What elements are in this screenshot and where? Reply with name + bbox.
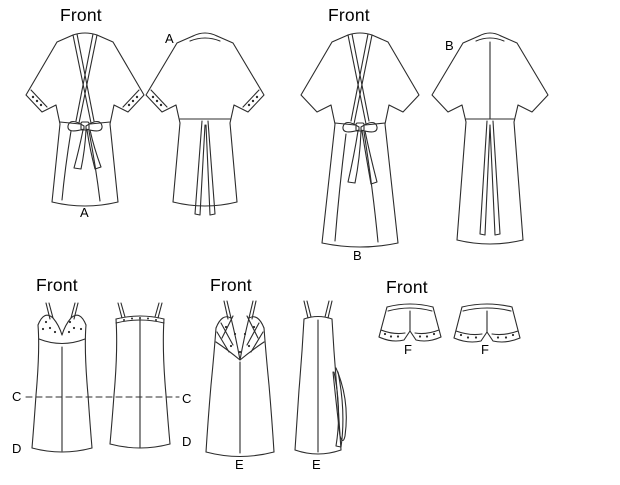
- view-label-a-front: A: [80, 205, 89, 220]
- front-heading-robe-a: Front: [60, 5, 102, 25]
- waist-bow: [334, 121, 386, 185]
- slip-front-drawing: [31, 302, 93, 453]
- gown-back-drawing: [294, 300, 347, 455]
- view-label-c-right: C: [182, 391, 192, 406]
- robe-b-front-drawing: [300, 32, 420, 248]
- waist-bow: [59, 120, 111, 170]
- shorts-front-drawing: [378, 303, 442, 342]
- view-label-f-back: F: [481, 342, 489, 357]
- cuff-trim: [30, 89, 48, 108]
- front-heading-robe-b: Front: [328, 5, 370, 25]
- slip-back-drawing: [109, 302, 171, 449]
- robe-b-back-drawing: [431, 32, 549, 245]
- gown-front-drawing: [205, 300, 275, 457]
- front-heading-slip: Front: [36, 275, 78, 295]
- view-label-e-front: E: [235, 457, 244, 472]
- view-label-a-back: A: [165, 31, 174, 46]
- view-label-e-back: E: [312, 457, 321, 472]
- view-label-b-back: B: [445, 38, 454, 53]
- view-label-b-front: B: [353, 248, 362, 263]
- cuff-trim: [122, 89, 140, 108]
- robe-a-front-drawing: [25, 32, 145, 207]
- front-heading-gown: Front: [210, 275, 252, 295]
- view-label-d-right: D: [182, 434, 192, 449]
- robe-a-back-drawing: [145, 32, 265, 216]
- waist-ties: [332, 367, 347, 448]
- cuff-trim: [150, 89, 168, 108]
- view-label-c-left: C: [12, 389, 22, 404]
- cuff-trim: [242, 89, 260, 108]
- view-label-f-front: F: [404, 342, 412, 357]
- front-heading-shorts: Front: [386, 277, 428, 297]
- shorts-back-drawing: [453, 303, 521, 343]
- view-label-d-left: D: [12, 441, 22, 456]
- lace-texture: [216, 315, 264, 354]
